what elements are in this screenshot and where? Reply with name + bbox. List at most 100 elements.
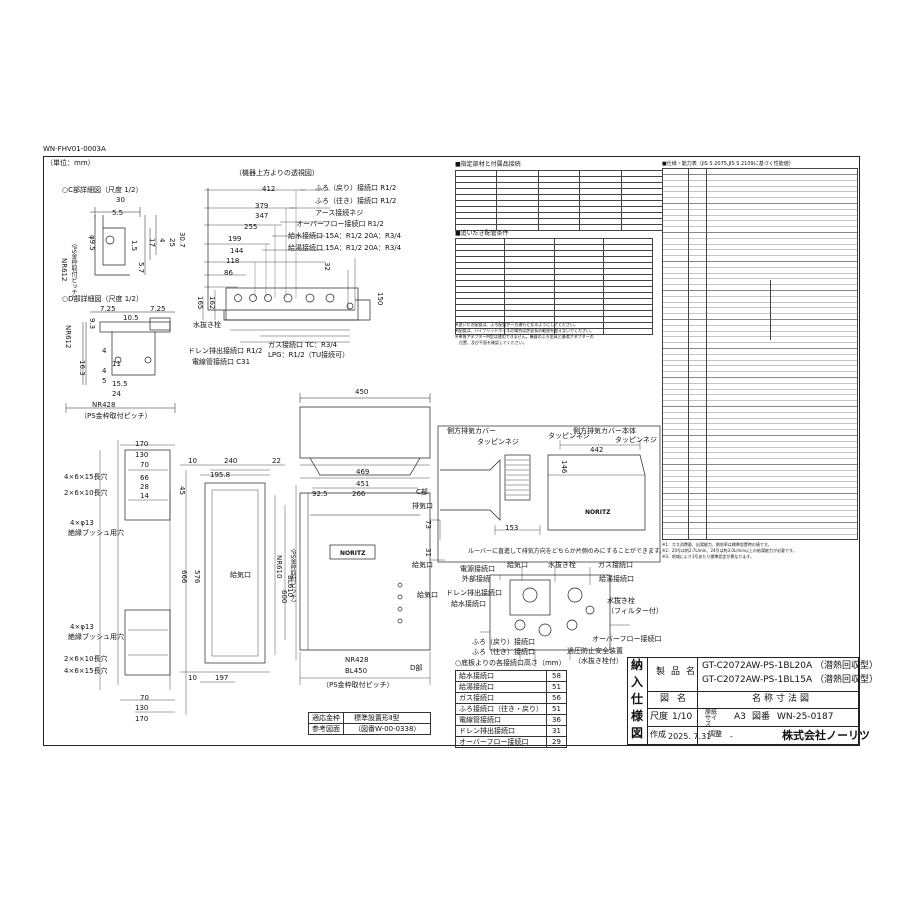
d-detail-title: ○D部詳細図（尺度 1/2） <box>62 295 143 303</box>
side-intake-label: 給気口 <box>417 591 438 599</box>
side-label-intake: 給気口 <box>412 561 433 569</box>
side-label-d: D部 <box>410 664 423 672</box>
side-dim-73: 73 <box>424 520 432 529</box>
side-dim-450: 450 <box>355 388 369 396</box>
top-label-11: 電線管接続口 C31 <box>192 358 251 366</box>
left-dim-170a: 170 <box>135 440 149 448</box>
left-label-8: 4×6×15長穴 <box>64 667 108 675</box>
d-dim-7: 11 <box>112 360 121 368</box>
c-side-sub: （PS金枠取付ピッチ） <box>70 240 77 302</box>
left-dim-130a: 130 <box>135 451 149 459</box>
top-dim-32: 32 <box>323 262 331 271</box>
top-dim-412: 412 <box>262 185 276 193</box>
conn-name: ふろ接続口（往き・戻り） <box>455 703 547 715</box>
left-label-2: 2×6×10長穴 <box>64 489 108 497</box>
left-label-7: 2×6×10長穴 <box>64 655 108 663</box>
tb-row-lines <box>647 726 859 727</box>
tb-made-label: 作成 <box>650 730 666 739</box>
c-side-label: NR612 <box>60 258 68 282</box>
left-label-3: 4×φ13 <box>70 519 94 527</box>
side-dim-92-5: 92.5 <box>312 490 328 498</box>
side-dim-451: 451 <box>356 480 370 488</box>
side-label-c: C部 <box>416 488 428 496</box>
top-label-7: 水抜き栓 <box>193 321 221 329</box>
top-dim-118: 118 <box>226 257 240 265</box>
c-dim-5-7: 5.7 <box>137 262 145 274</box>
tb-row-lines <box>647 708 859 709</box>
front-dim-576: 576 <box>193 570 201 584</box>
tb-number: WN-25-0187 <box>777 712 834 722</box>
left-label-1: 4×6×15長穴 <box>64 473 108 481</box>
top-label-2: ふろ（往き）接続口 R1/2 <box>315 197 397 205</box>
bottom-label-8: 給湯接続口 <box>599 575 634 583</box>
louver-brand: NORITZ <box>585 509 611 516</box>
top-dim-86: 86 <box>224 269 233 277</box>
left-label-4: 絶縁ブッシュ用穴 <box>68 529 124 537</box>
title-block <box>627 657 859 745</box>
tb-company: 株式会社ノーリツ <box>782 729 870 742</box>
d-bottom-2: （PS金枠取付ピッチ） <box>80 412 152 420</box>
d-dim-2: 10.5 <box>123 314 139 322</box>
c-phi: φ9.5 <box>88 235 96 251</box>
c-dim-4: 4 <box>158 238 166 243</box>
bottom-label-9: 水抜き栓 <box>607 597 635 605</box>
tb-number-label: 図番 <box>752 712 771 722</box>
conn-name: 給湯接続口 <box>455 681 547 693</box>
d-dim-1: 7.25 <box>100 305 116 313</box>
d-dim-9: 5 <box>102 377 107 385</box>
left-dim-66: 66 <box>140 474 149 482</box>
top-dim-162: 162 <box>208 296 216 310</box>
left-dim-170b: 170 <box>135 715 149 723</box>
tb-rev-label: 調整 <box>708 730 722 738</box>
side-dim-31: 31 <box>424 548 432 557</box>
front-dim-bl450: BL450 <box>345 667 368 675</box>
conn-name: オーバーフロー接続口 <box>455 736 547 748</box>
conn-height: 56 <box>546 692 567 704</box>
tb-product-label: 製品名 <box>656 667 702 677</box>
front-dim-240: 240 <box>224 457 238 465</box>
louver-dim-146: 146 <box>560 460 568 474</box>
louver-note: ルーバーに直進して排気方向をどちらか片側のみにすることができます。 <box>468 548 666 555</box>
conn-name: 電線管接続口 <box>455 714 547 726</box>
side-char: 入 <box>630 675 643 689</box>
conn-height: 36 <box>546 714 567 726</box>
std-label-1: 適応金枠 <box>308 712 344 724</box>
top-dim-199: 199 <box>228 235 242 243</box>
bottom-label-4: ガス接続口 <box>598 561 633 569</box>
tb-product-2: GT-C2072AW-PS-1BL15A （潜熱回収型） <box>702 675 878 685</box>
bottom-label-3: 水抜き栓 <box>548 561 576 569</box>
left-dim-28: 28 <box>140 483 149 491</box>
front-dim-600: 600 <box>280 590 288 604</box>
conn-height: 29 <box>546 736 567 748</box>
top-dim-379: 379 <box>255 202 269 210</box>
d-dim-8: 4 <box>102 367 107 375</box>
conn-height: 51 <box>546 681 567 693</box>
unit-label: （単位：mm） <box>46 159 95 167</box>
bottom-label-12: ふろ（戻り）接続口 <box>472 638 535 646</box>
front-dim-22: 22 <box>272 457 281 465</box>
tb-row-lines <box>647 691 859 692</box>
bottom-label-2: 給気口 <box>507 561 528 569</box>
tb-size-label: 原紙サイズ <box>705 709 718 728</box>
front-dim-pitch: （PS金枠取付ピッチ） <box>289 545 296 607</box>
conn-height: 31 <box>546 725 567 737</box>
d-dim-3: 7.25 <box>150 305 166 313</box>
top-label-3: アース接続ネジ <box>315 209 364 217</box>
bottom-label-14: 過圧防止安全装置 <box>567 647 623 655</box>
top-dim-165: 165 <box>196 296 204 310</box>
side-dim-469: 469 <box>356 468 370 476</box>
top-label-4: オーバーフロー接続口 R1/2 <box>296 220 384 228</box>
spec-foot-2: ※2．20号は約2.7L/min、24号は約3.0L/min以上の給湯能力が必要… <box>662 548 797 553</box>
front-dim-195-8: 195.8 <box>210 471 231 479</box>
side-char: 納 <box>630 658 643 672</box>
front-dim-nr610: NR610 <box>275 555 283 579</box>
bottom-label-11: オーバーフロー接続口 <box>592 635 662 643</box>
front-dim-10b: 10 <box>188 674 197 682</box>
front-dim-nr428: NR428 <box>345 656 369 664</box>
drawing-sheet <box>43 156 860 746</box>
tb-drawing-name: 名称寸法図 <box>752 694 813 704</box>
